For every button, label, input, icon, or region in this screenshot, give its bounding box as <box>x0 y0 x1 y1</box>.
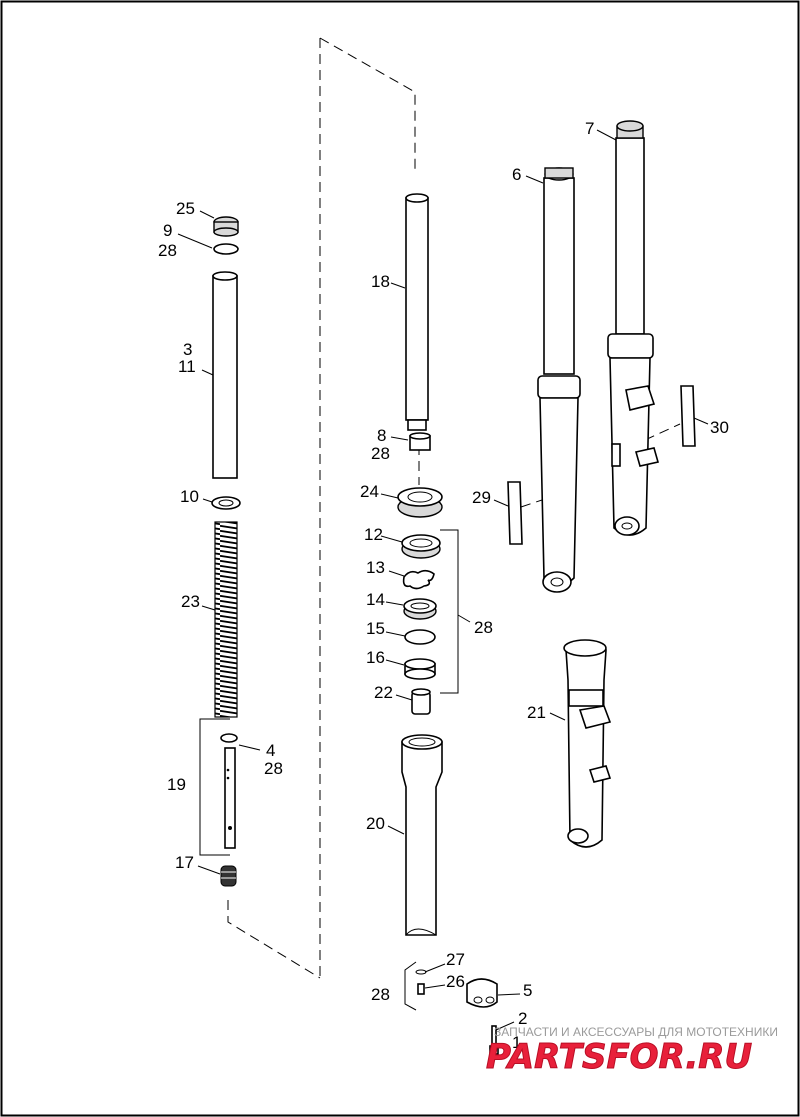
watermark: ЗАПЧАСТИ И АКСЕССУАРЫ ДЛЯ МОТОТЕХНИКИ PA… <box>486 1025 778 1078</box>
callout-12: 12 <box>364 525 383 544</box>
callout-16: 16 <box>366 648 385 667</box>
callout-21: 21 <box>527 703 546 722</box>
callout-25: 25 <box>176 199 195 218</box>
callout-18: 18 <box>371 272 390 291</box>
fork-slider-assembly-part <box>563 639 612 848</box>
watermark-logo: PARTSFOR.RU <box>486 1037 752 1077</box>
callout-6: 6 <box>512 165 521 184</box>
callout-3: 3 <box>183 340 192 359</box>
callout-2: 2 <box>518 1009 527 1028</box>
spring-washer-part <box>211 496 241 510</box>
watermark-caption: ЗАПЧАСТИ И АКСЕССУАРЫ ДЛЯ МОТОТЕХНИКИ <box>494 1025 778 1039</box>
callout-4: 4 <box>266 741 275 760</box>
fork-assembly-left-part <box>537 167 581 593</box>
callout-labels: 25 9 28 3 11 10 23 4 28 19 17 18 8 28 24… <box>158 119 729 1052</box>
callout-26: 26 <box>446 972 465 991</box>
fork-slider-part <box>401 734 443 936</box>
spacer-tube-part <box>212 271 238 479</box>
callout-13: 13 <box>366 558 385 577</box>
damper-rod-part <box>220 733 238 849</box>
callout-28: 28 <box>264 759 283 778</box>
callout-20: 20 <box>366 814 385 833</box>
bushing-part <box>409 432 431 451</box>
callout-27: 27 <box>446 950 465 969</box>
callout-28: 28 <box>371 444 390 463</box>
callout-28: 28 <box>158 241 177 260</box>
cap-bolt-part <box>489 1025 499 1055</box>
fork-cap-part <box>213 216 239 237</box>
callout-19: 19 <box>167 775 186 794</box>
callout-30: 30 <box>710 418 729 437</box>
callout-22: 22 <box>374 683 393 702</box>
callout-23: 23 <box>181 592 200 611</box>
drain-screw-group <box>404 961 427 1011</box>
oil-lock-piece-part <box>411 688 431 715</box>
callout-11: 11 <box>178 357 196 376</box>
callout-14: 14 <box>366 590 385 609</box>
callout-24: 24 <box>360 482 379 501</box>
guide-bushing-part <box>404 629 436 645</box>
washer-part <box>403 598 437 620</box>
oil-seal-cap-part <box>397 487 443 518</box>
fork-spring-part <box>214 521 238 718</box>
callout-15: 15 <box>366 619 385 638</box>
fork-assembly-right-part <box>607 120 660 536</box>
reflector-strip-part <box>680 385 696 447</box>
fork-tube-part <box>405 193 429 431</box>
reflector-plate-part <box>507 481 523 545</box>
leader-lines <box>177 129 709 1049</box>
callout-7: 7 <box>585 119 594 138</box>
o-ring-part <box>213 243 239 255</box>
callout-29: 29 <box>472 488 491 507</box>
retaining-clip-part <box>402 569 435 590</box>
callout-5: 5 <box>523 981 532 1000</box>
callout-10: 10 <box>180 487 199 506</box>
callout-28: 28 <box>371 985 390 1004</box>
slider-bushing-part <box>404 658 436 680</box>
rebound-spring-part <box>220 865 237 887</box>
oil-seal-part <box>401 534 441 559</box>
callout-8: 8 <box>377 426 386 445</box>
callout-28: 28 <box>474 618 493 637</box>
callout-17: 17 <box>175 853 194 872</box>
axle-cap-part <box>466 978 498 1008</box>
assembly-guides <box>227 37 681 979</box>
callout-9: 9 <box>163 221 172 240</box>
callout-1: 1 <box>512 1033 521 1052</box>
